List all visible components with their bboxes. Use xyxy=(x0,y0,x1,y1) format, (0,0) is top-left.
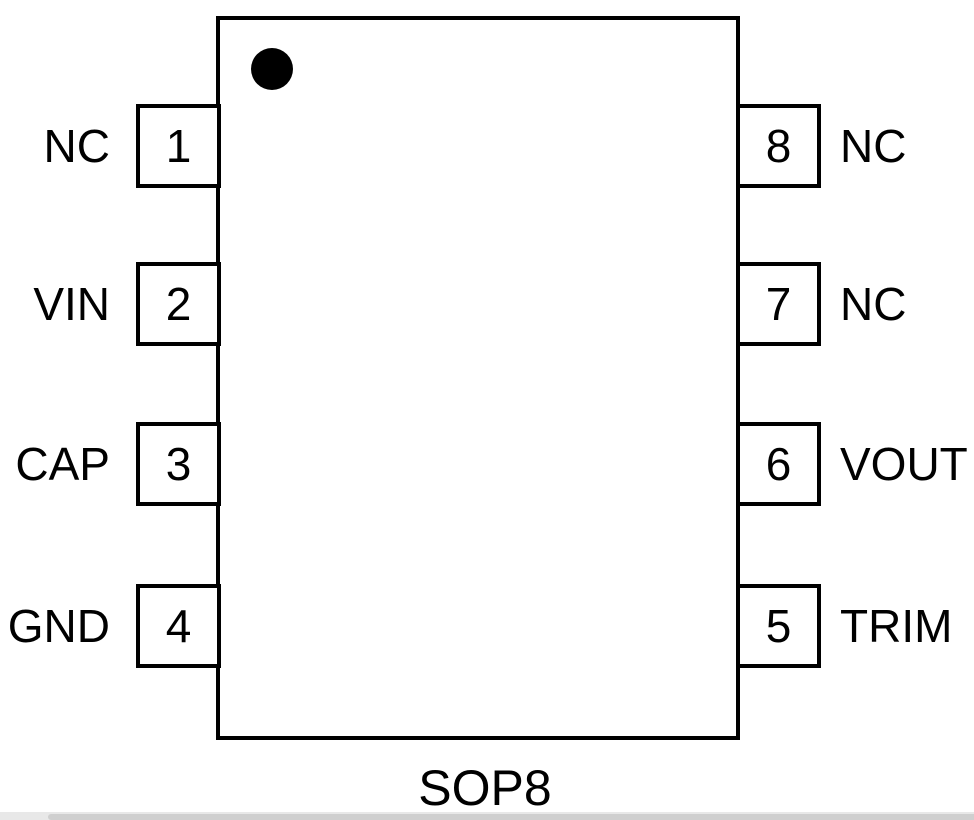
pin-label-2: VIN xyxy=(33,278,110,330)
pin-box-3: 3 xyxy=(136,422,221,506)
pin-label-5: TRIM xyxy=(840,600,953,652)
pin-box-4: 4 xyxy=(136,584,221,668)
pin-box-7: 7 xyxy=(736,262,821,346)
pin-box-6: 6 xyxy=(736,422,821,506)
pin1-indicator-dot-icon xyxy=(251,48,293,90)
pin-box-2: 2 xyxy=(136,262,221,346)
pin-label-8: NC xyxy=(840,120,907,172)
pin-label-6: VOUT xyxy=(840,438,968,490)
horizontal-scrollbar-thumb[interactable] xyxy=(48,814,974,820)
pin-box-1: 1 xyxy=(136,104,221,188)
pin-label-7: NC xyxy=(840,278,907,330)
pin-label-1: NC xyxy=(43,120,110,172)
package-name-label: SOP8 xyxy=(418,760,552,816)
pin-label-4: GND xyxy=(7,600,110,652)
ic-package-body xyxy=(216,16,740,740)
pin-box-8: 8 xyxy=(736,104,821,188)
pin-label-3: CAP xyxy=(15,438,110,490)
pin-box-5: 5 xyxy=(736,584,821,668)
